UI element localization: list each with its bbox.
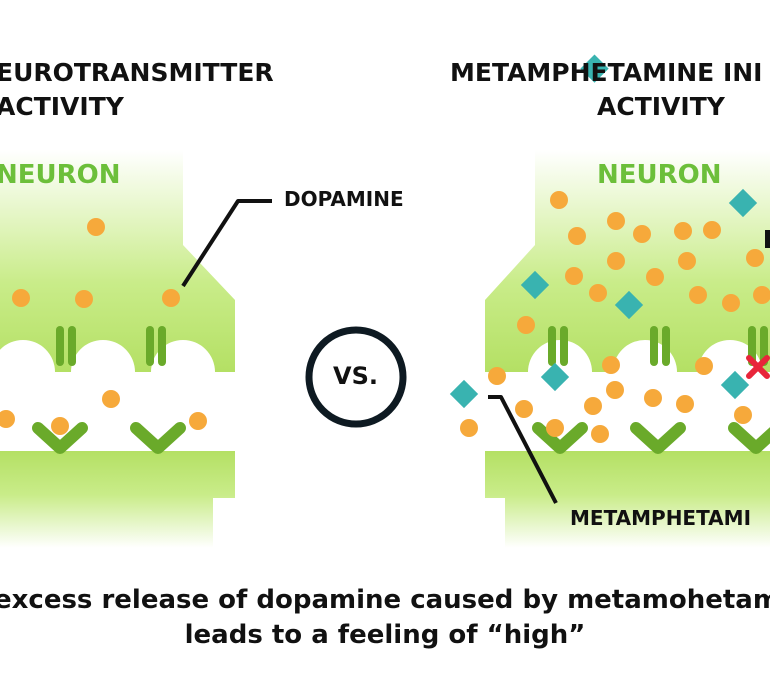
dopamine-molecule <box>517 316 535 334</box>
meth-molecule <box>728 188 758 218</box>
dopamine-molecule <box>674 222 692 240</box>
dopamine-label: DOPAMINE <box>284 187 404 211</box>
meth-molecule <box>520 270 550 300</box>
right-title-line2: ACTIVITY <box>597 92 725 121</box>
vs-circle <box>305 326 407 428</box>
left-panel <box>0 150 272 548</box>
dopamine-molecule <box>75 290 93 308</box>
dopamine-molecule <box>12 289 30 307</box>
dopamine-molecule <box>550 191 568 209</box>
right-pointer-stub <box>765 230 770 248</box>
left-receptor <box>130 422 186 454</box>
right-receptor <box>532 422 588 454</box>
dopamine-molecule <box>607 212 625 230</box>
meth-molecule <box>540 362 570 392</box>
dopamine-molecule <box>0 410 15 428</box>
meth-pointer-line <box>488 395 558 504</box>
left-channel <box>146 326 166 366</box>
dopamine-molecule <box>460 419 478 437</box>
dopamine-molecule <box>633 225 651 243</box>
dopamine-molecule <box>568 227 586 245</box>
right-panel <box>449 54 770 548</box>
dopamine-molecule <box>162 289 180 307</box>
dopamine-molecule <box>584 397 602 415</box>
dopamine-molecule <box>589 284 607 302</box>
dopamine-molecule <box>515 400 533 418</box>
left-title-line2: ACTIVITY <box>0 92 124 121</box>
meth-molecule <box>580 54 609 83</box>
caption-line2: leads to a feeling of “high” <box>184 620 586 650</box>
dopamine-molecule <box>488 367 506 385</box>
dopamine-molecule <box>644 389 662 407</box>
dopamine-molecule <box>87 218 105 236</box>
blocked-reuptake-x-icon <box>746 355 770 379</box>
right-neuron-label: NEURON <box>597 160 722 190</box>
left-channel <box>56 326 76 366</box>
dopamine-pointer-line <box>181 199 272 288</box>
dopamine-molecule <box>734 406 752 424</box>
dopamine-molecule <box>606 381 624 399</box>
dopamine-molecule <box>746 249 764 267</box>
dopamine-molecule <box>565 267 583 285</box>
dopamine-molecule <box>591 425 609 443</box>
right-postsynaptic-neuron <box>485 451 770 548</box>
dopamine-molecule <box>676 395 694 413</box>
dopamine-molecule <box>753 286 770 304</box>
right-receptor <box>728 422 770 454</box>
dopamine-molecule <box>689 286 707 304</box>
dopamine-molecule <box>646 268 664 286</box>
left-title-line1: EUROTRANSMITTER <box>0 58 274 87</box>
meth-label: METAMPHETAMI <box>570 506 752 530</box>
dopamine-molecule <box>51 417 69 435</box>
dopamine-molecule <box>189 412 207 430</box>
dopamine-molecule <box>703 221 721 239</box>
right-title-line1: METAMPHETAMINE INI <box>450 58 763 87</box>
dopamine-molecule <box>722 294 740 312</box>
right-channel <box>650 326 670 366</box>
meth-molecule <box>720 370 750 400</box>
vs-label: VS. <box>333 362 378 390</box>
left-neuron-label: NEURON <box>0 160 121 190</box>
caption-line1: excess release of dopamine caused by met… <box>0 585 770 615</box>
dopamine-molecule <box>607 252 625 270</box>
left-receptor <box>32 422 88 454</box>
meth-molecule <box>614 290 644 320</box>
right-receptor <box>630 422 686 454</box>
dopamine-molecule <box>695 357 713 375</box>
dopamine-molecule <box>602 356 620 374</box>
meth-molecule <box>449 379 479 409</box>
left-postsynaptic-neuron <box>0 451 235 548</box>
dopamine-molecule <box>678 252 696 270</box>
dopamine-molecule <box>102 390 120 408</box>
right-channel <box>548 326 568 366</box>
left-presynaptic-neuron <box>0 150 235 372</box>
dopamine-molecule <box>546 419 564 437</box>
